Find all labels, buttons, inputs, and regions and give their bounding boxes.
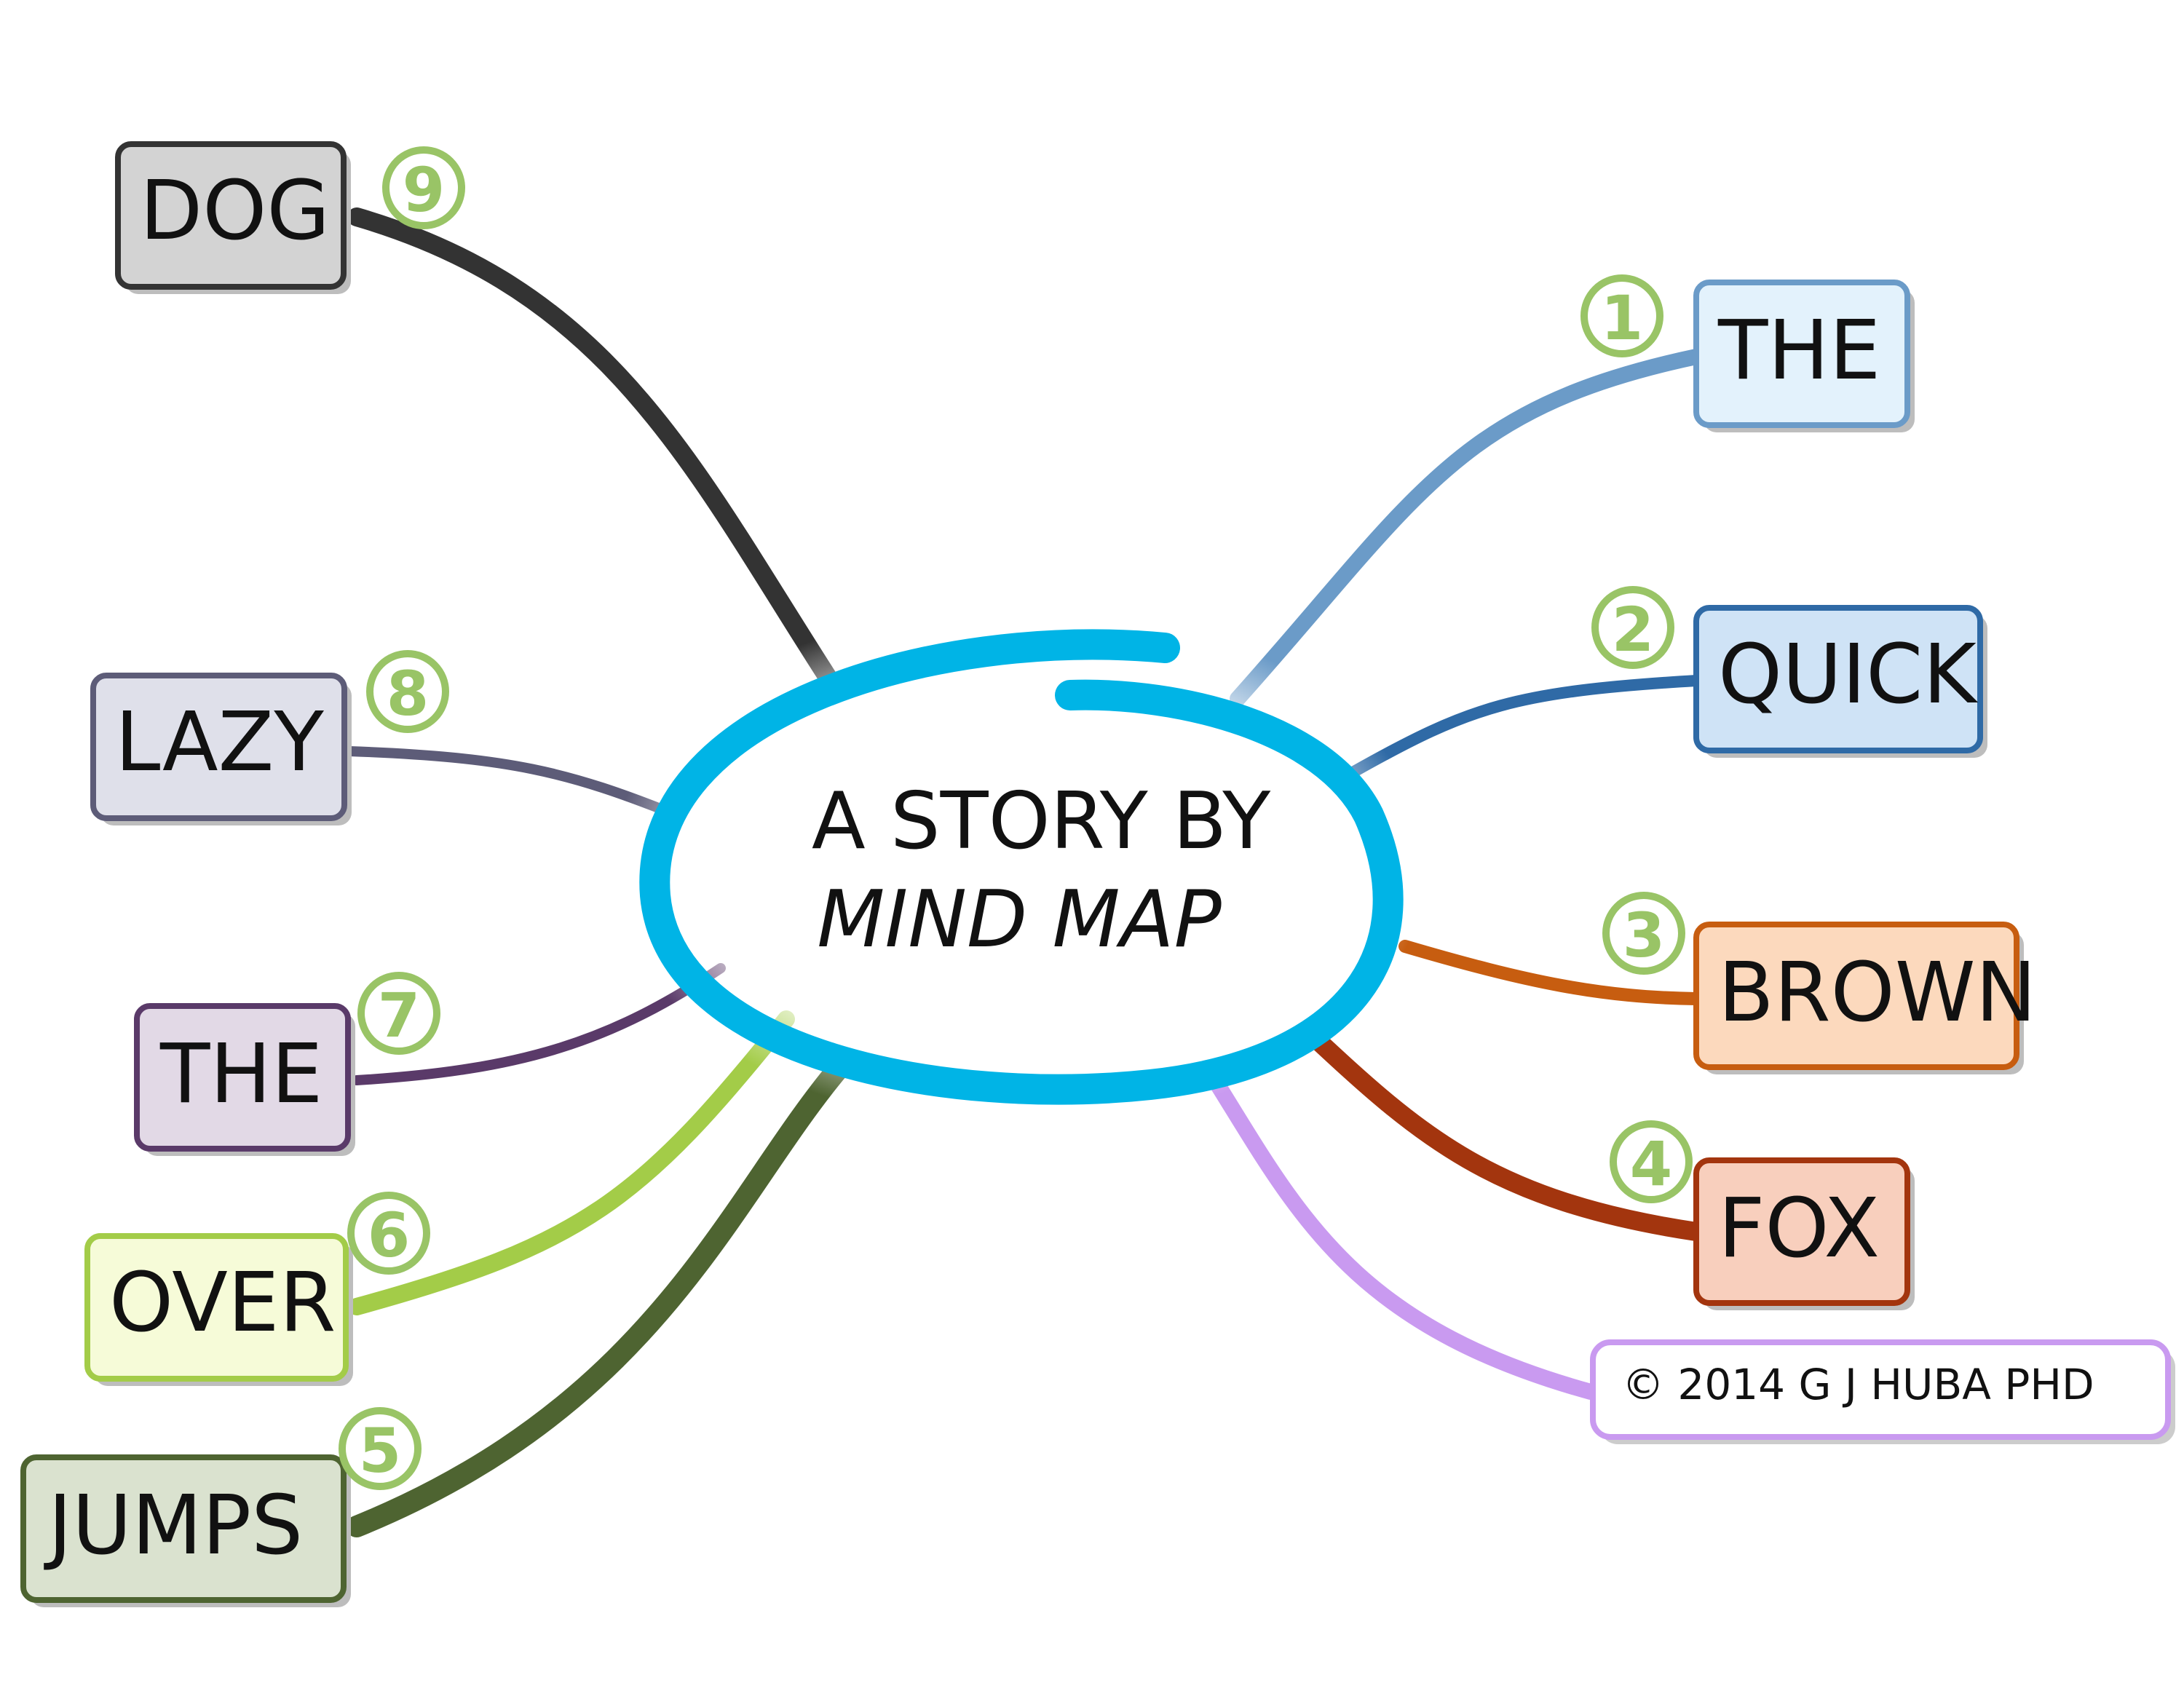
svg-text:6: 6 bbox=[368, 1200, 410, 1271]
branch-quick bbox=[1348, 675, 1702, 777]
node-label: BROWN bbox=[1718, 946, 2036, 1040]
node-lazy[interactable]: LAZY bbox=[90, 673, 352, 825]
svg-text:9: 9 bbox=[403, 154, 445, 226]
node-the-1[interactable]: THE bbox=[1693, 280, 1915, 432]
node-label: DOG bbox=[140, 164, 330, 258]
node-dog[interactable]: DOG bbox=[115, 141, 351, 294]
node-over[interactable]: OVER bbox=[84, 1233, 353, 1386]
node-jumps[interactable]: JUMPS bbox=[20, 1454, 351, 1607]
copyright-label: © 2014 G J HUBA PHD bbox=[1622, 1360, 2094, 1409]
svg-text:1: 1 bbox=[1601, 282, 1643, 354]
node-label: THE bbox=[1717, 304, 1880, 398]
order-badge-2: 2 bbox=[1591, 586, 1674, 669]
node-box bbox=[134, 1003, 351, 1152]
center-title-line2: MIND MAP bbox=[817, 874, 1222, 965]
order-badge-1: 1 bbox=[1580, 274, 1663, 357]
node-box bbox=[90, 673, 347, 821]
order-badge-7: 7 bbox=[357, 972, 440, 1055]
node-label: THE bbox=[159, 1027, 323, 1122]
order-badge-8: 8 bbox=[366, 650, 449, 733]
node-fox[interactable]: FOX bbox=[1693, 1157, 1915, 1310]
branch-over bbox=[348, 1010, 795, 1315]
node-the-7[interactable]: THE bbox=[134, 1003, 355, 1156]
node-box bbox=[1693, 280, 1910, 428]
node-brown[interactable]: BROWN bbox=[1693, 922, 2036, 1074]
branch-the-1 bbox=[1230, 349, 1704, 707]
svg-text:2: 2 bbox=[1612, 594, 1654, 665]
order-badge-9: 9 bbox=[382, 146, 465, 229]
node-label: FOX bbox=[1718, 1181, 1880, 1276]
order-badge-4: 4 bbox=[1610, 1120, 1693, 1203]
central-topic[interactable]: A STORY BY MIND MAP bbox=[612, 604, 1427, 1128]
order-badge-6: 6 bbox=[347, 1192, 430, 1275]
center-title-line1: A STORY BY bbox=[812, 776, 1271, 867]
branch-connectors bbox=[344, 207, 1706, 1537]
node-box bbox=[1590, 1339, 2171, 1440]
node-box bbox=[20, 1454, 347, 1603]
svg-text:8: 8 bbox=[387, 658, 429, 729]
center-ring bbox=[639, 629, 1404, 1105]
node-box bbox=[1693, 1157, 1910, 1306]
node-label: OVER bbox=[109, 1256, 336, 1350]
svg-text:5: 5 bbox=[359, 1415, 401, 1486]
node-box bbox=[1693, 605, 1983, 753]
branch-brown bbox=[1398, 940, 1703, 1005]
svg-text:7: 7 bbox=[378, 980, 420, 1051]
center-glow bbox=[612, 604, 1427, 1128]
svg-text:4: 4 bbox=[1630, 1128, 1672, 1200]
svg-text:3: 3 bbox=[1623, 900, 1665, 971]
node-box bbox=[1693, 922, 2019, 1070]
branch-dog bbox=[347, 207, 839, 690]
order-badge-5: 5 bbox=[339, 1407, 422, 1490]
branch-fox bbox=[1301, 1024, 1706, 1241]
node-quick[interactable]: QUICK bbox=[1693, 605, 1987, 758]
node-box bbox=[84, 1233, 349, 1382]
node-label: QUICK bbox=[1718, 627, 1978, 722]
branch-jumps bbox=[346, 1059, 848, 1537]
node-label: LAZY bbox=[115, 695, 324, 790]
order-badge-3: 3 bbox=[1602, 892, 1685, 975]
node-label: JUMPS bbox=[44, 1478, 303, 1573]
node-box bbox=[115, 141, 347, 290]
node-copyright[interactable]: © 2014 G J HUBA PHD bbox=[1590, 1339, 2175, 1444]
branch-copyright bbox=[1200, 1062, 1599, 1400]
